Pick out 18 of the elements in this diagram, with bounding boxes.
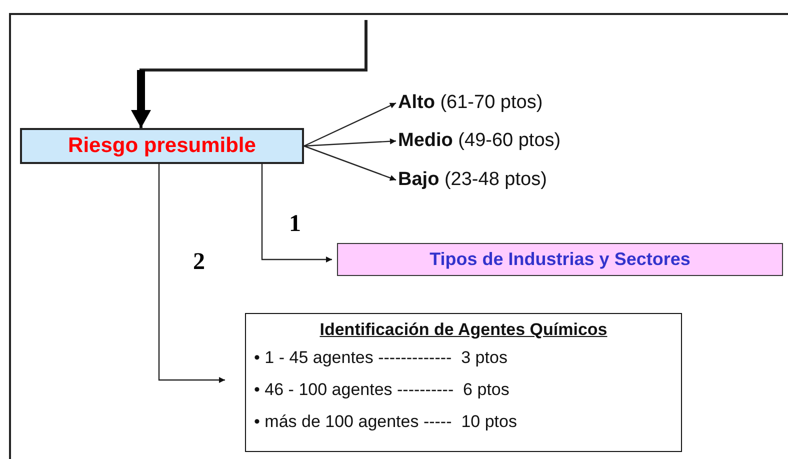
box-title: Tipos de Industrias y Sectores <box>430 249 690 270</box>
arrow <box>304 138 396 147</box>
level-text: Medio (49-60 ptos) <box>398 130 561 152</box>
arrow <box>261 164 332 262</box>
arrow <box>304 102 396 147</box>
list-item: • 1 - 45 agentes ------------- 3 ptos <box>254 348 508 368</box>
level-text: Bajo (23-48 ptos) <box>398 169 547 191</box>
arrow <box>304 145 396 181</box>
list-item: • 46 - 100 agentes ---------- 6 ptos <box>254 380 510 400</box>
box-heading: Identificación de Agentes Químicos <box>318 320 608 340</box>
scoring-box <box>245 313 682 452</box>
arrow <box>131 20 368 128</box>
level-text: Alto (61-70 ptos) <box>398 92 543 114</box>
box-title: Riesgo presumible <box>68 134 256 158</box>
process-box <box>20 128 304 164</box>
list-item: • más de 100 agentes ----- 10 ptos <box>254 412 518 432</box>
arrow <box>158 164 225 383</box>
process-box <box>337 243 783 276</box>
